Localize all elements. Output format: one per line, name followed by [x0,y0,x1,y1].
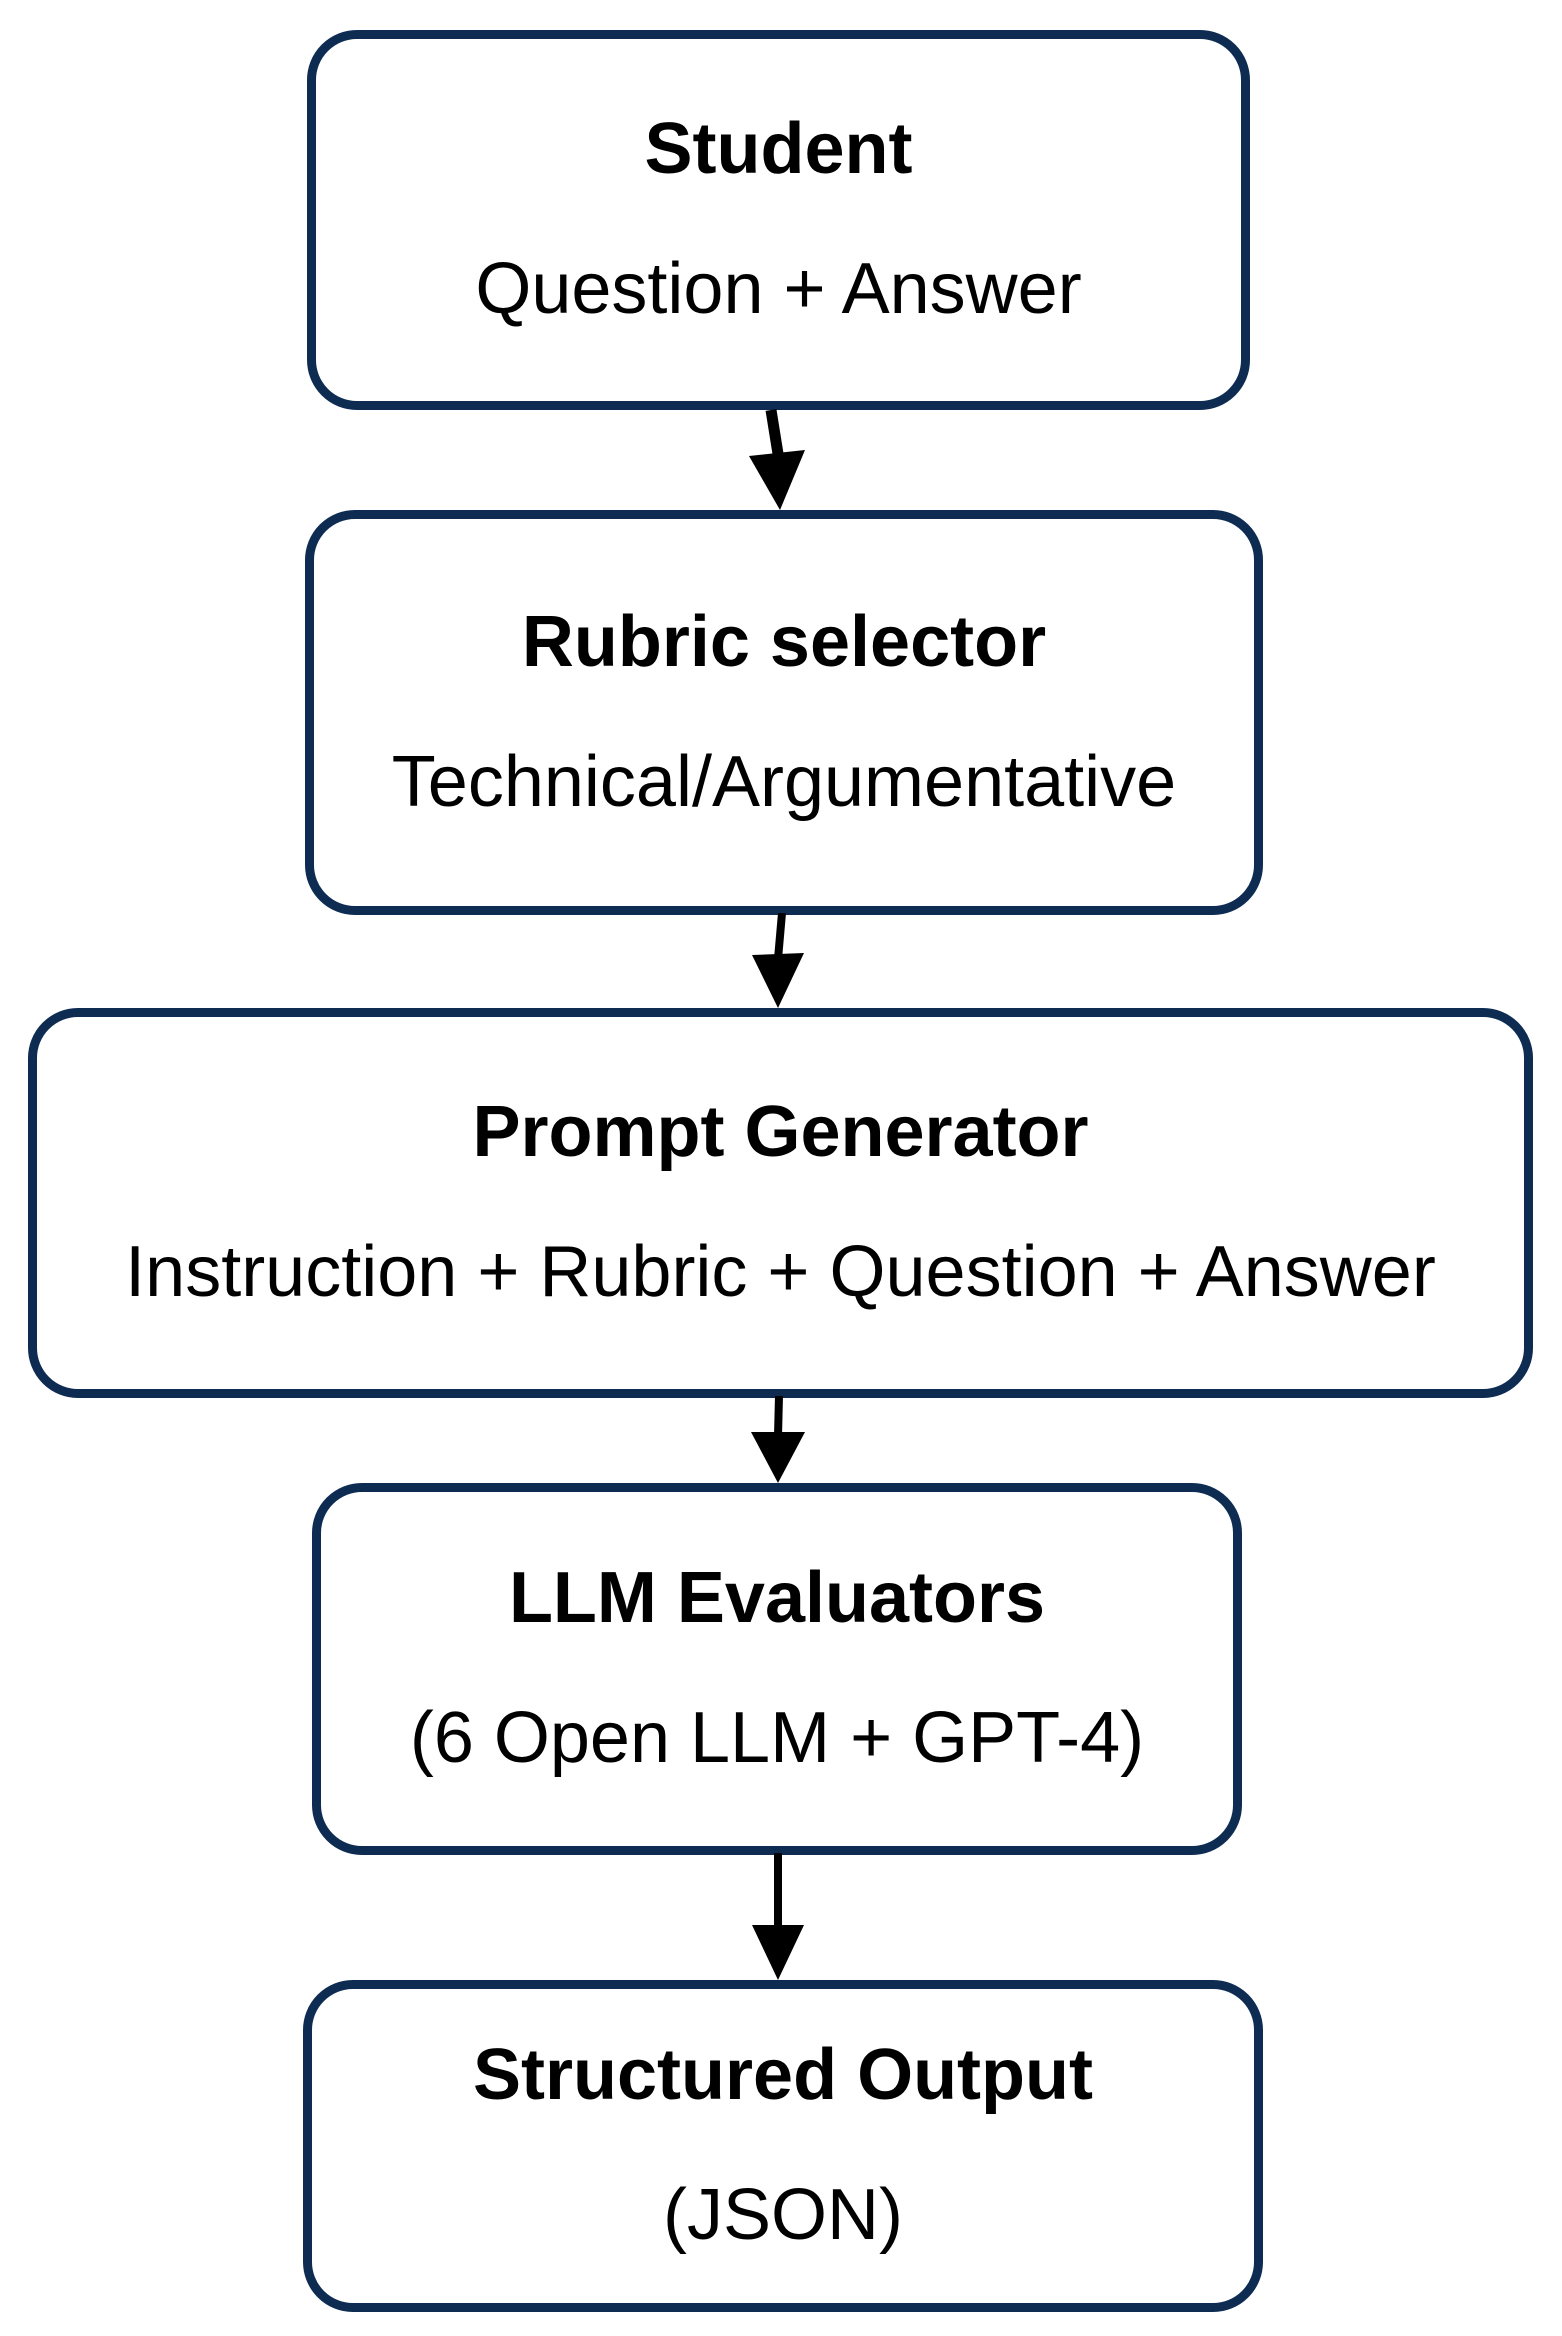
arrow-shaft [774,913,786,960]
node-structured-output: Structured Output (JSON) [303,1980,1263,2312]
node-structured-output-subtitle: (JSON) [663,2175,903,2255]
node-prompt-generator-title: Prompt Generator [472,1092,1089,1173]
node-prompt-generator-subtitle: Instruction + Rubric + Question + Answer [125,1232,1436,1312]
arrow-head-icon [751,1432,805,1483]
node-llm-evaluators-title: LLM Evaluators [508,1558,1046,1639]
arrow-head-icon [749,450,805,510]
flow-arrow-4 [752,1853,804,1980]
node-prompt-generator: Prompt Generator Instruction + Rubric + … [28,1008,1533,1398]
node-llm-evaluators-subtitle: (6 Open LLM + GPT-4) [409,1698,1145,1778]
node-rubric-selector-title: Rubric selector [521,601,1047,682]
flow-arrow-3 [751,1396,805,1483]
arrow-head-icon [752,953,804,1008]
arrow-shaft [765,409,785,461]
arrow-head-icon [752,1925,804,1980]
node-student-title: Student [644,109,913,190]
node-student-subtitle: Question + Answer [475,249,1082,329]
node-student: Student Question + Answer [307,30,1250,410]
node-rubric-selector-subtitle: Technical/Argumentative [391,741,1177,822]
node-llm-evaluators: LLM Evaluators (6 Open LLM + GPT-4) [312,1483,1242,1855]
node-rubric-selector: Rubric selector Technical/Argumentative [305,510,1263,915]
flow-arrow-1 [749,409,805,510]
node-structured-output-title: Structured Output [473,2035,1093,2116]
arrow-shaft [774,1396,783,1437]
flow-arrow-2 [752,913,804,1008]
